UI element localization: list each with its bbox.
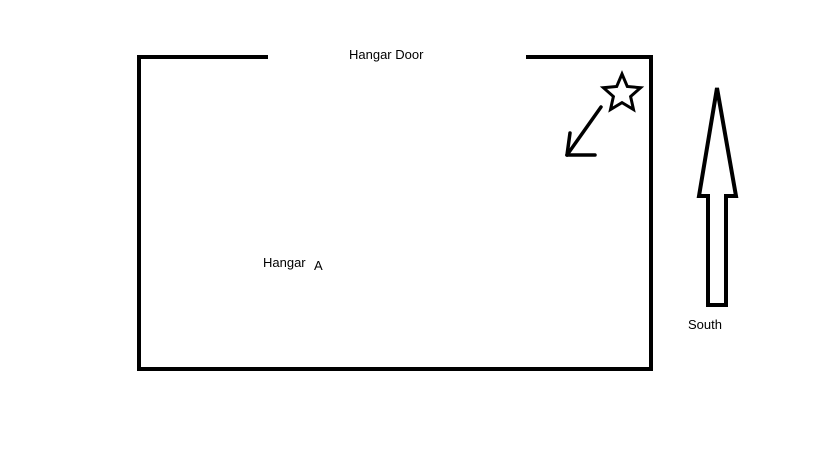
hangar-wall-left-segment: [137, 55, 653, 371]
arrow-up-icon: [696, 87, 739, 307]
arrow-down-left-icon: [565, 105, 603, 157]
hangar-door-label: Hangar Door: [349, 47, 424, 62]
hangar-label: Hangar: [263, 255, 306, 270]
direction-label: South: [688, 317, 722, 332]
star-icon: [599, 70, 645, 113]
hangar-walls: [137, 55, 653, 371]
hangar-letter-label: A: [314, 258, 323, 273]
